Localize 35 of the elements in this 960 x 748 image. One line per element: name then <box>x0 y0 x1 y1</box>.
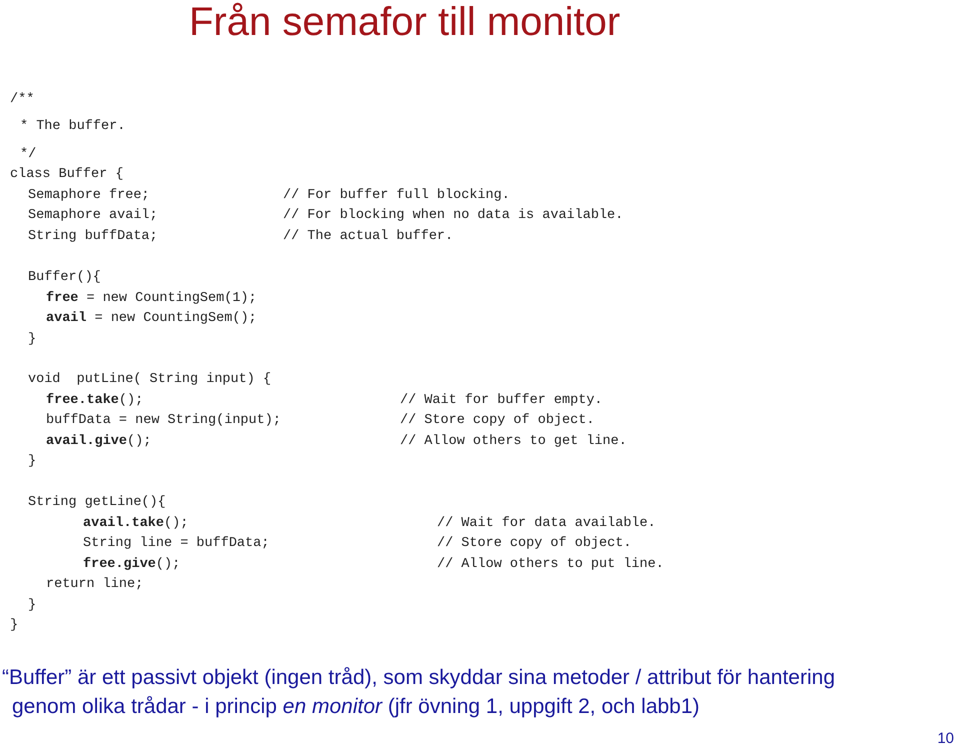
code-line: String line = buffData; <box>83 535 270 553</box>
code-line: } <box>10 617 18 635</box>
code-line: */ <box>20 146 36 164</box>
code-line: free.give(); <box>83 556 180 574</box>
code-line: avail.give(); <box>46 433 152 451</box>
code-line: } <box>28 331 36 349</box>
code-line: } <box>28 597 36 615</box>
code-line: void putLine( String input) { <box>28 371 272 389</box>
code-line: String getLine(){ <box>28 494 166 512</box>
code-comment: // Allow others to put line. <box>437 556 664 574</box>
code-comment: // Store copy of object. <box>437 535 632 553</box>
code-line: /** <box>10 91 34 109</box>
code-line: free = new CountingSem(1); <box>46 290 257 308</box>
code-line: Semaphore free; <box>28 187 150 205</box>
code-line: avail = new CountingSem(); <box>46 310 257 328</box>
code-comment: // The actual buffer. <box>283 228 454 246</box>
code-line: buffData = new String(input); <box>46 412 281 430</box>
code-line: Semaphore avail; <box>28 207 158 225</box>
code-line: avail.take(); <box>83 515 188 533</box>
code-line: * The buffer. <box>20 118 126 136</box>
page-number: 10 <box>937 730 954 748</box>
code-line: return line; <box>46 576 144 594</box>
code-line: String buffData; <box>28 228 158 246</box>
slide-title: Från semafor till monitor <box>189 0 620 46</box>
code-comment: // Wait for buffer empty. <box>400 392 603 410</box>
code-comment: // Wait for data available. <box>437 515 656 533</box>
code-line: } <box>28 453 36 471</box>
code-line: class Buffer { <box>10 166 124 184</box>
code-comment: // For buffer full blocking. <box>283 187 510 205</box>
code-comment: // Allow others to get line. <box>400 433 627 451</box>
code-line: free.take(); <box>46 392 144 410</box>
caption-text: “Buffer” är ett passivt objekt (ingen tråd), som skyddar sina metoder / attribut för hantering genom olika trådar - i princip en monitor (jfr övning 1, uppgift 2, och labb1) <box>2 665 836 720</box>
code-comment: // For blocking when no data is available. <box>283 207 624 225</box>
code-comment: // Store copy of object. <box>400 412 594 430</box>
code-line: Buffer(){ <box>28 269 101 287</box>
